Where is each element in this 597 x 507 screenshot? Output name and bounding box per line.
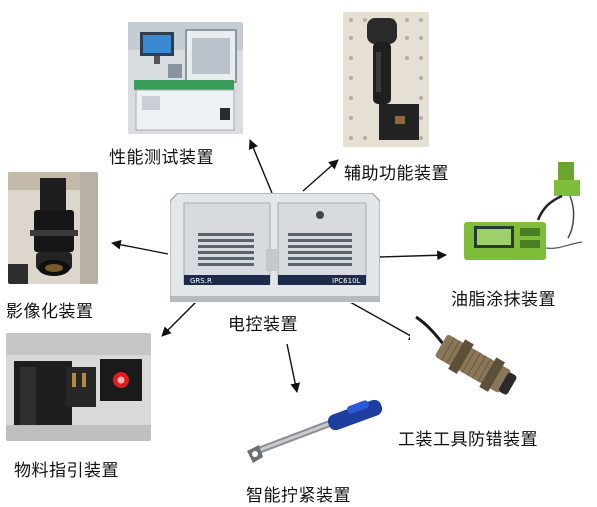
arrow-to-grease (377, 250, 447, 261)
label-grease: 油脂涂抹装置 (451, 290, 556, 310)
arrow-to-material-guide (161, 301, 197, 337)
grease-dispenser-photo (458, 158, 586, 264)
industrial-pc-photo: GRS.R IPC610L (170, 193, 380, 303)
label-center: 电控装置 (228, 315, 298, 335)
industrial-camera-photo (8, 172, 98, 284)
label-material-guide: 物料指引装置 (14, 461, 119, 481)
test-bench-photo (128, 22, 243, 134)
barcode-scanner-photo (343, 12, 429, 147)
pc-brand-text: GRS.R (190, 277, 212, 285)
pc-model-text: IPC610L (332, 277, 361, 285)
torque-wrench-photo (243, 393, 388, 468)
label-imaging: 影像化装置 (6, 302, 94, 322)
arrow-to-imaging (111, 239, 169, 255)
proximity-sensor-photo (410, 313, 525, 409)
label-auxiliary: 辅助功能装置 (344, 164, 449, 184)
indicator-light-photo (6, 333, 151, 441)
label-tooling-error-proofing: 工装工具防错装置 (398, 430, 538, 450)
arrow-to-tooling-error-proofing (349, 301, 419, 341)
arrow-to-auxiliary (302, 159, 339, 192)
label-performance-test: 性能测试装置 (109, 148, 214, 168)
arrow-to-smart-tightening (286, 343, 300, 393)
label-smart-tightening: 智能拧紧装置 (246, 486, 351, 506)
arrow-to-performance-test (248, 139, 273, 194)
